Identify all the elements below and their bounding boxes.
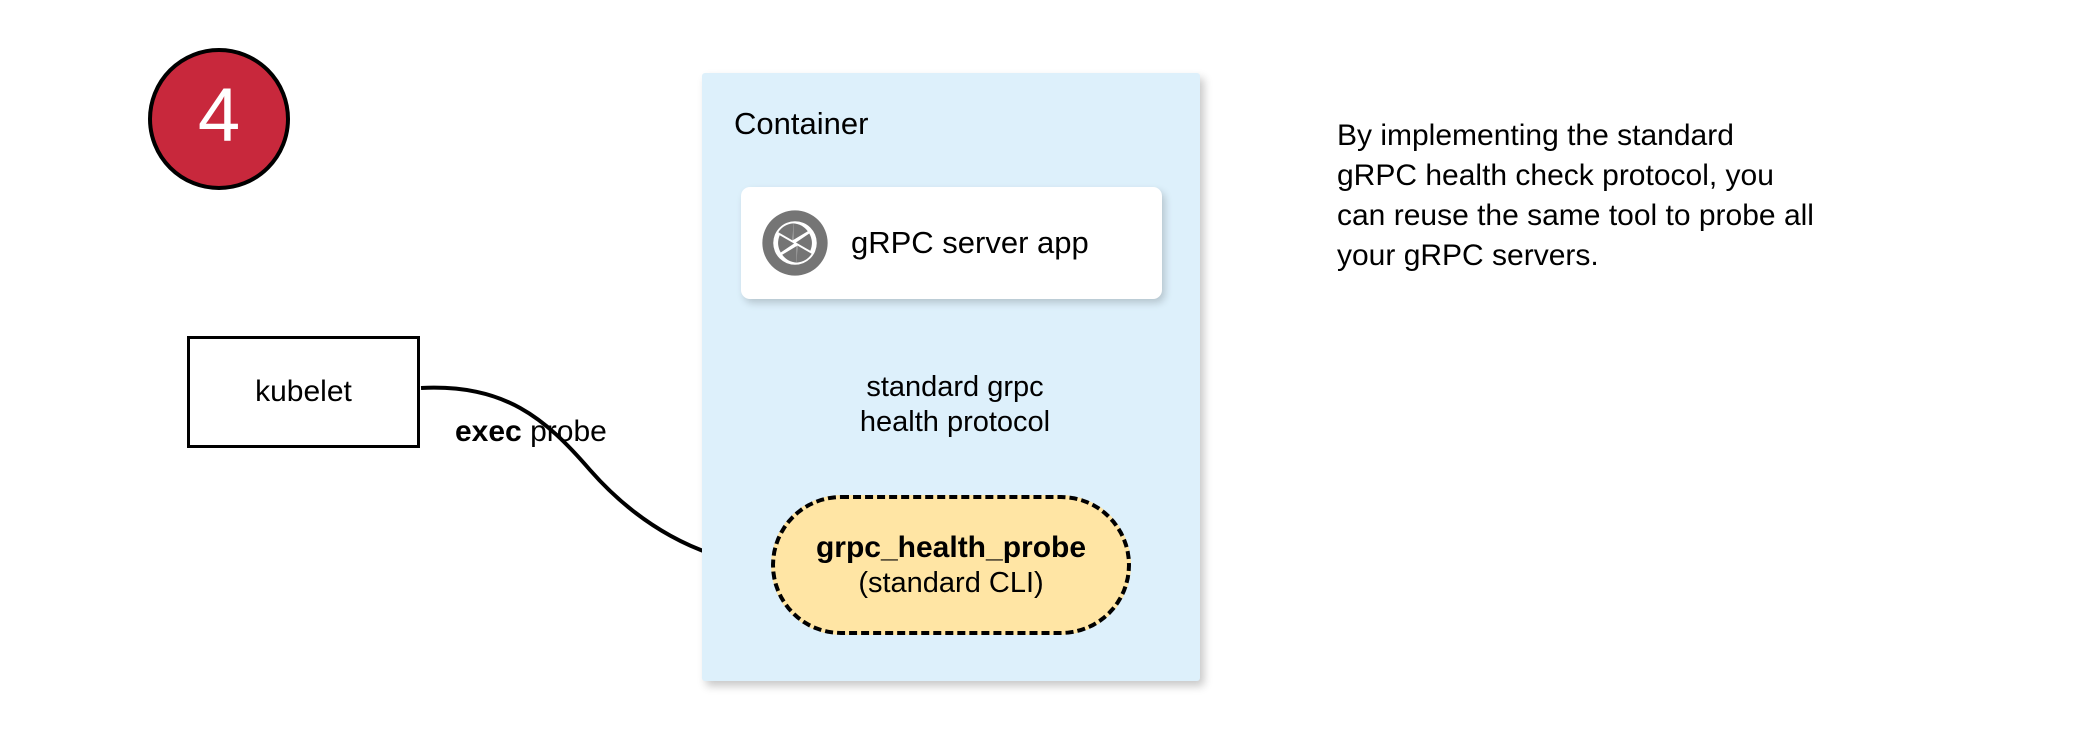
step-number-label: 4 <box>197 73 241 158</box>
exec-probe-suffix: probe <box>521 415 607 448</box>
explanation-note-line3: can reuse the same tool to probe all <box>1337 198 1814 232</box>
container-title: Container <box>734 106 869 141</box>
explanation-note-line2: gRPC health check protocol, you <box>1337 158 1774 192</box>
grpc-health-probe-title: grpc_health_probe <box>815 530 1087 564</box>
explanation-note-line1: By implementing the standard <box>1337 119 1734 152</box>
exec-probe-edge-label: exec probe <box>455 415 607 449</box>
grpc-health-probe-subtitle: (standard CLI) <box>858 566 1044 599</box>
protocol-edge-label-line2: health protocol <box>859 405 1051 438</box>
explanation-note: By implementing the standard gRPC health… <box>1337 116 1917 276</box>
kubelet-label: kubelet <box>255 375 352 408</box>
step-number-badge: 4 <box>148 48 290 190</box>
protocol-edge-label-line1: standard grpc <box>866 371 1044 403</box>
explanation-note-line4: your gRPC servers. <box>1337 238 1599 272</box>
exec-probe-keyword: exec <box>455 415 522 448</box>
protocol-edge-label: standard grpc health protocol <box>830 370 1080 440</box>
grpc-server-app-node: gRPC server app <box>741 187 1162 299</box>
kubelet-node: kubelet <box>187 336 420 448</box>
grpc-server-app-label: gRPC server app <box>851 225 1089 260</box>
grpc-aperture-icon <box>762 210 828 276</box>
grpc-health-probe-node: grpc_health_probe (standard CLI) <box>771 495 1131 635</box>
